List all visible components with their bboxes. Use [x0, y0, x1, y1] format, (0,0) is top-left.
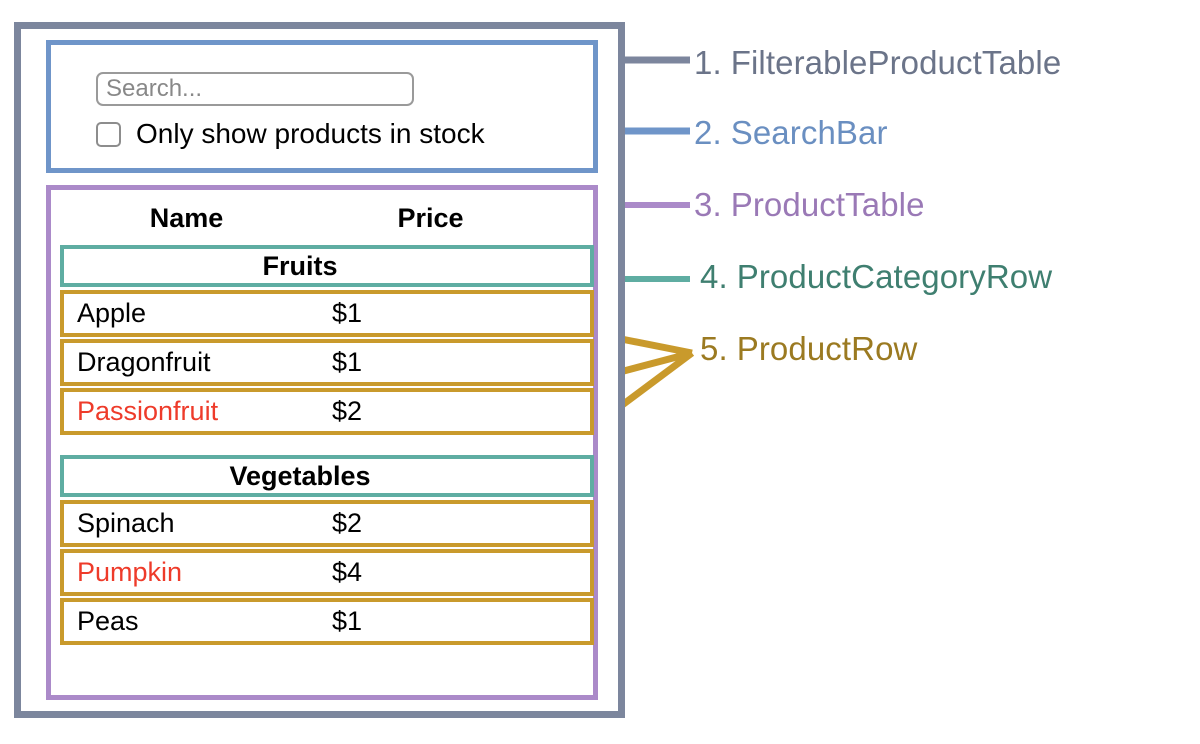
- in-stock-filter[interactable]: Only show products in stock: [96, 117, 485, 151]
- product-price: $2: [332, 508, 363, 538]
- legend-item-product-row: 5.ProductRow: [700, 330, 917, 368]
- product-price: $1: [332, 347, 363, 377]
- product-category-label: Vegetables: [229, 460, 371, 491]
- in-stock-checkbox[interactable]: [96, 121, 121, 147]
- product-category-label: Fruits: [262, 250, 338, 281]
- product-price: $4: [332, 557, 363, 587]
- product-row: Dragonfruit $1: [60, 339, 594, 386]
- product-table: Name Price Fruits Apple $1 Dragonfruit $…: [46, 185, 598, 700]
- product-name: Passionfruit: [77, 396, 219, 426]
- search-bar: Only show products in stock: [46, 40, 598, 173]
- product-name: Spinach: [77, 508, 175, 538]
- product-row: Spinach $2: [60, 500, 594, 547]
- legend-number: 1.: [694, 44, 722, 81]
- legend-number: 3.: [694, 186, 722, 223]
- product-row: Passionfruit $2: [60, 388, 594, 435]
- product-price: $2: [332, 396, 363, 426]
- product-row: Peas $1: [60, 598, 594, 645]
- legend-number: 5.: [700, 330, 728, 367]
- legend-text: ProductRow: [736, 330, 918, 367]
- product-category-row: Vegetables: [60, 455, 594, 497]
- product-table-header: Name Price: [51, 198, 593, 238]
- legend-text: SearchBar: [730, 114, 888, 151]
- legend-item-filterable-product-table: 1.FilterableProductTable: [694, 44, 1061, 82]
- search-input[interactable]: [96, 72, 414, 106]
- product-name: Pumpkin: [77, 557, 183, 587]
- legend-number: 4.: [700, 258, 728, 295]
- product-row: Apple $1: [60, 290, 594, 337]
- product-name: Dragonfruit: [77, 347, 211, 377]
- category-spacer: [60, 437, 594, 455]
- product-price: $1: [332, 298, 363, 328]
- product-price: $1: [332, 606, 363, 636]
- product-table-body: Fruits Apple $1 Dragonfruit $1 Passionfr…: [60, 245, 594, 647]
- product-category-row: Fruits: [60, 245, 594, 287]
- legend-text: ProductCategoryRow: [736, 258, 1053, 295]
- legend-number: 2.: [694, 114, 722, 151]
- legend-text: FilterableProductTable: [730, 44, 1062, 81]
- column-header-name: Name: [149, 202, 224, 233]
- product-name: Peas: [77, 606, 139, 636]
- product-row: Pumpkin $4: [60, 549, 594, 596]
- column-header-price: Price: [397, 202, 464, 233]
- legend-item-product-category-row: 4.ProductCategoryRow: [700, 258, 1052, 296]
- legend-item-search-bar: 2.SearchBar: [694, 114, 888, 152]
- product-name: Apple: [77, 298, 147, 328]
- legend-text: ProductTable: [730, 186, 925, 223]
- in-stock-checkbox-label: Only show products in stock: [136, 118, 485, 149]
- legend-item-product-table: 3.ProductTable: [694, 186, 925, 224]
